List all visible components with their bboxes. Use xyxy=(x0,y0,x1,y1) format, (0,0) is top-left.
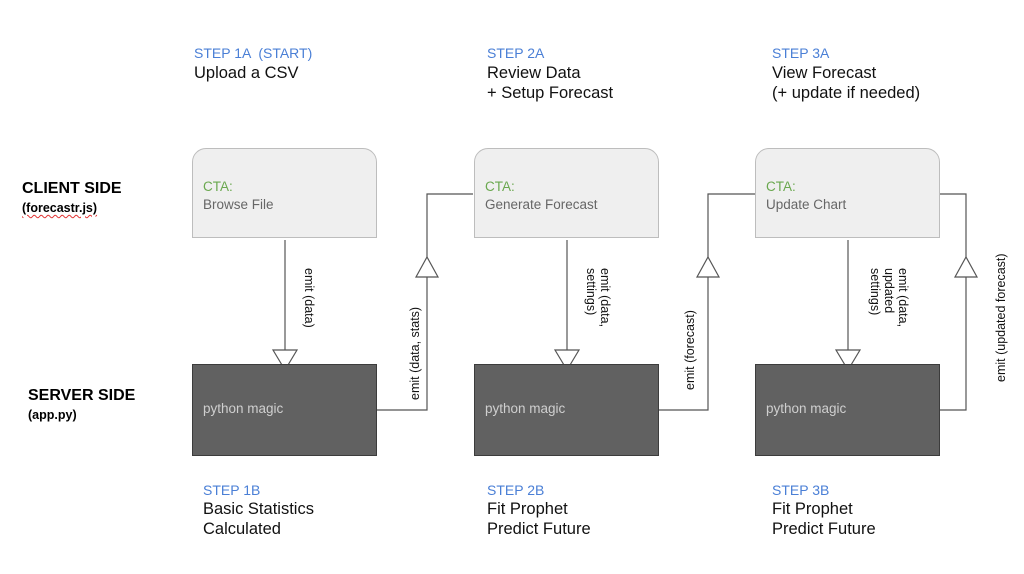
emit-down-2-text: emit (data, settings) xyxy=(584,268,612,328)
up-line-1 xyxy=(377,277,428,411)
server-side-title: SERVER SIDE xyxy=(28,387,136,404)
step-1a-title: Upload a CSV xyxy=(194,64,299,82)
connector-lines xyxy=(284,193,967,411)
step-2a-title: Review Data + Setup Forecast xyxy=(487,64,614,102)
up-line-3 xyxy=(940,277,967,411)
up-line-2-top xyxy=(707,193,755,257)
server-box-1: python magic xyxy=(192,364,377,456)
server-side-subtitle: (app.py) xyxy=(28,408,77,422)
step-1b-label: STEP 1B xyxy=(203,482,261,498)
arrow-down-1 xyxy=(271,349,299,372)
arrow-down-2 xyxy=(553,349,581,372)
up-line-1-top xyxy=(426,193,473,257)
emit-down-3-text: emit (data, updated settings) xyxy=(868,268,910,328)
server-box-label: python magic xyxy=(203,401,284,416)
up-line-3-top xyxy=(940,193,967,257)
step-2a-label: STEP 2A xyxy=(487,45,545,61)
arrow-up-1 xyxy=(414,255,440,278)
cta-label: CTA: xyxy=(203,179,233,194)
arrow-up-3 xyxy=(953,255,979,278)
emit-down-1-text: emit (data) xyxy=(302,268,316,328)
step-3a-title: View Forecast (+ update if needed) xyxy=(772,64,921,102)
client-side-title: CLIENT SIDE xyxy=(22,180,122,197)
client-box-update-chart: CTA: Update Chart xyxy=(755,148,940,238)
arrow-down-3 xyxy=(834,349,862,372)
server-box-label: python magic xyxy=(766,401,847,416)
cta-label: CTA: xyxy=(485,179,515,194)
step-2b-label: STEP 2B xyxy=(487,482,545,498)
client-box-generate-forecast: CTA: Generate Forecast xyxy=(474,148,659,238)
step-3b-label: STEP 3B xyxy=(772,482,830,498)
emit-up-2-text: emit (forecast) xyxy=(683,310,697,390)
cta-label: CTA: xyxy=(766,179,796,194)
server-box-label: python magic xyxy=(485,401,566,416)
server-box-2: python magic xyxy=(474,364,659,456)
arrowheads xyxy=(271,255,979,372)
cta-update-chart: Update Chart xyxy=(766,197,847,212)
server-box-3: python magic xyxy=(755,364,940,456)
arrow-up-2 xyxy=(695,255,721,278)
up-line-2 xyxy=(659,277,709,411)
step-1a-label: STEP 1A (START) xyxy=(194,45,313,61)
emit-up-3-text: emit (updated forecast) xyxy=(994,253,1008,382)
client-box-browse-file: CTA: Browse File xyxy=(192,148,377,238)
step-3a-label: STEP 3A xyxy=(772,45,830,61)
step-3b-title: Fit Prophet Predict Future xyxy=(772,500,876,538)
step-1b-title: Basic Statistics Calculated xyxy=(203,500,314,538)
cta-browse-file: Browse File xyxy=(203,197,274,212)
emit-up-1-text: emit (data, stats) xyxy=(408,306,422,400)
client-side-subtitle: (forecastr.js) xyxy=(22,201,98,215)
cta-generate-forecast: Generate Forecast xyxy=(485,197,598,212)
step-2b-title: Fit Prophet Predict Future xyxy=(487,500,591,538)
